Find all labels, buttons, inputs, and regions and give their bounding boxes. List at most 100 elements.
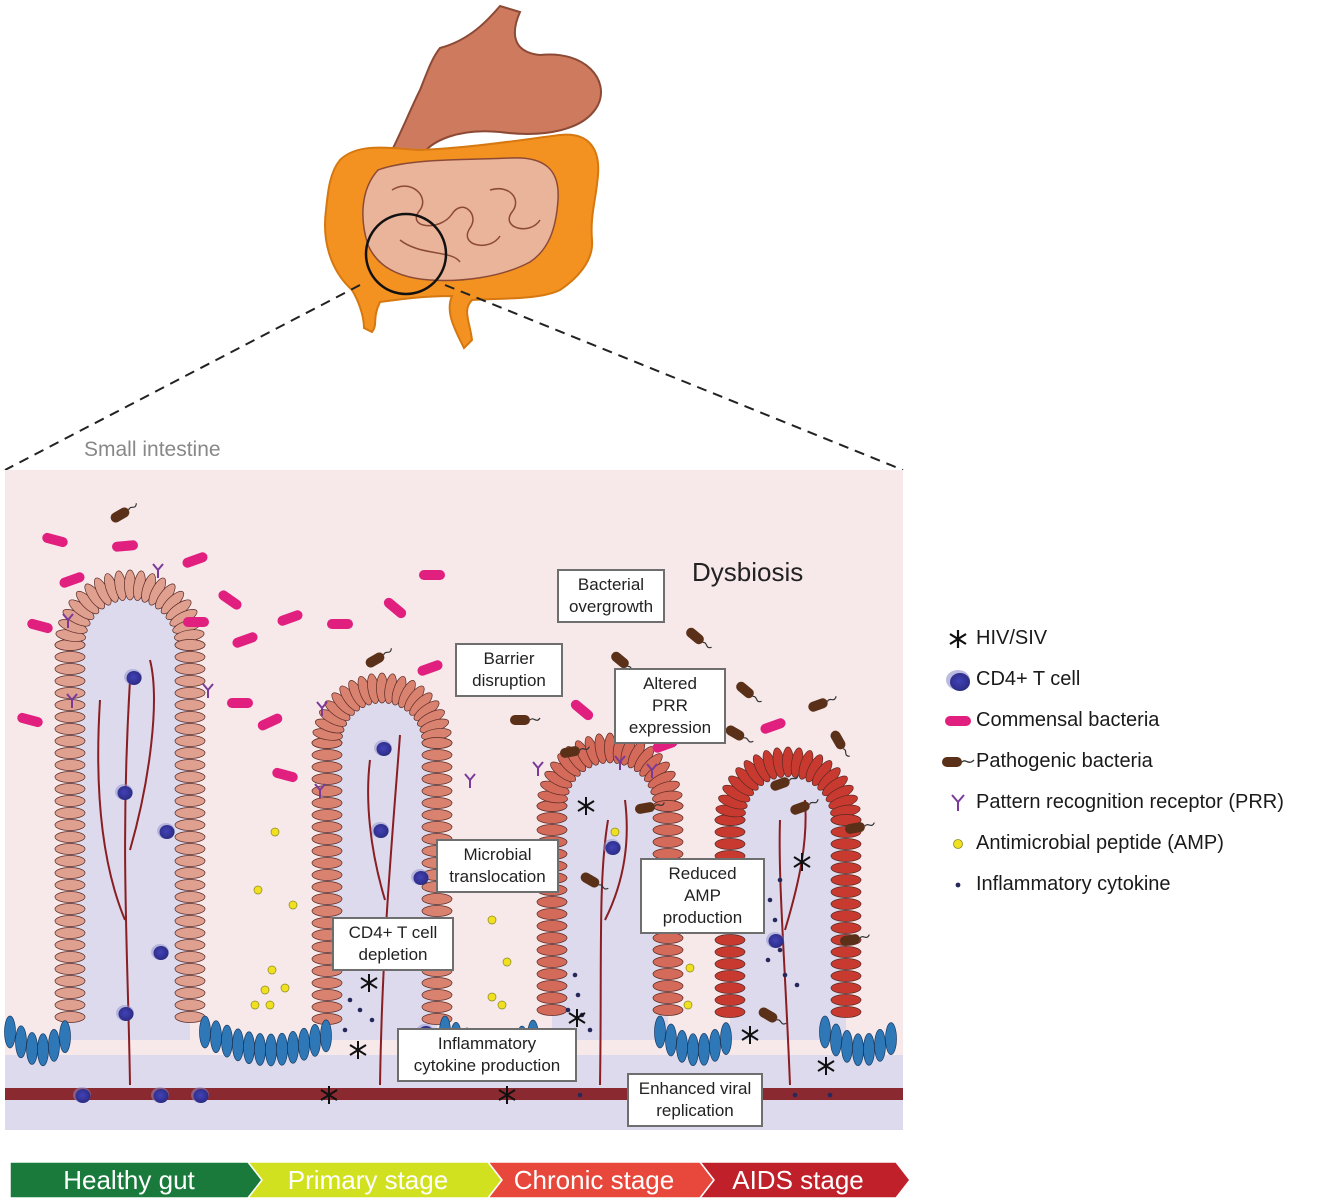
annotation-cd4-depletion: CD4+ T cell depletion — [332, 917, 454, 971]
cytokine-dot — [577, 1092, 583, 1098]
stomach-illustration — [384, 4, 602, 172]
prr-receptor — [646, 763, 658, 778]
enterocyte — [421, 821, 453, 833]
enterocyte — [714, 1006, 746, 1018]
enterocyte — [174, 915, 206, 927]
pathogenic-bacterium — [560, 746, 590, 758]
enterocyte — [174, 855, 206, 867]
enterocyte — [311, 905, 343, 917]
pathogenic-bacterium — [758, 1007, 787, 1025]
amp-peptide — [270, 827, 280, 837]
commensal-bacterium — [272, 767, 298, 783]
legend-label: Pathogenic bacteria — [976, 750, 1153, 772]
enterocyte — [830, 862, 862, 874]
pathogenic-flagellum — [654, 802, 665, 807]
enterocyte — [830, 958, 862, 970]
enterocyte — [54, 951, 86, 963]
pathogenic-flagellum — [752, 695, 762, 703]
enterocyte — [536, 968, 568, 980]
hiv-stroke — [577, 800, 595, 812]
enterocyte — [652, 992, 684, 1004]
gut-organ-illustration — [324, 4, 602, 350]
pathogenic-flagellum — [864, 822, 875, 827]
enterocyte — [174, 891, 206, 903]
cytokine-dot — [572, 972, 578, 978]
pathogenic-flagellum — [842, 748, 850, 757]
enterocyte — [174, 723, 206, 735]
cytokine-dot — [782, 972, 788, 978]
cytokine-dot — [777, 877, 783, 883]
commensal-bacterium — [417, 660, 443, 676]
legend-item-pathogenic: Pathogenic bacteria — [940, 741, 1325, 782]
hiv-particle — [349, 1041, 367, 1059]
amp-peptide — [280, 983, 290, 993]
enterocyte — [830, 994, 862, 1006]
hiv-stroke — [349, 1044, 367, 1056]
cd4-t-cell — [153, 1089, 169, 1103]
crypt-cell — [243, 1031, 255, 1065]
cytokine-dot — [369, 1017, 375, 1023]
cd4-t-cell — [153, 946, 169, 960]
pathogenic-body — [510, 715, 530, 725]
pathogenic-flagellum — [529, 717, 541, 721]
enterocyte — [174, 771, 206, 783]
cytokine-dot — [587, 1027, 593, 1033]
commensal-bacterium — [277, 610, 303, 626]
enterocyte — [174, 795, 206, 807]
amp-peptide — [260, 985, 270, 995]
enterocyte — [54, 747, 86, 759]
enterocyte — [421, 749, 453, 761]
enterocyte — [54, 807, 86, 819]
pathogenic-body — [725, 725, 745, 741]
commensal-bacterium — [383, 597, 407, 619]
enterocyte — [652, 968, 684, 980]
enterocyte — [174, 867, 206, 879]
annotation-barrier-disruption: Barrier disruption — [455, 643, 563, 697]
enterocyte — [54, 891, 86, 903]
villus-core — [552, 748, 668, 1040]
enterocyte — [421, 761, 453, 773]
legend-label: Inflammatory cytokine — [976, 873, 1171, 895]
enterocyte — [311, 845, 343, 857]
legend-item-prr: Pattern recognition receptor (PRR) — [940, 782, 1325, 823]
pathogenic-flagellum — [859, 934, 870, 939]
pathogenic-flagellum — [579, 746, 590, 751]
hiv-stroke — [320, 1089, 338, 1101]
enterocyte — [421, 977, 453, 989]
stage-chronic: Chronic stage — [513, 1164, 675, 1195]
enterocyte — [536, 920, 568, 932]
cytokine-icon — [940, 870, 976, 900]
enterocyte — [174, 903, 206, 915]
enterocyte — [311, 857, 343, 869]
enterocyte — [174, 783, 206, 795]
commensal-bacterium — [257, 713, 283, 731]
enterocyte — [830, 982, 862, 994]
hiv-particle — [360, 974, 378, 992]
enterocyte — [54, 987, 86, 999]
enterocyte — [54, 963, 86, 975]
crypt-cell — [841, 1029, 853, 1063]
commensal-bacterium — [570, 699, 594, 721]
enterocyte — [652, 944, 684, 956]
commensal-bacterium — [59, 572, 85, 588]
enterocyte — [714, 934, 746, 946]
commensal-bacterium — [183, 617, 209, 627]
cd4-t-cell — [373, 824, 389, 838]
capillary-vessel — [97, 659, 155, 1086]
enterocyte — [311, 821, 343, 833]
legend-label: Pattern recognition receptor (PRR) — [976, 791, 1284, 813]
enterocyte — [174, 819, 206, 831]
enterocyte — [54, 879, 86, 891]
pathogenic-bacterium — [110, 503, 137, 523]
enterocyte — [311, 869, 343, 881]
enterocyte — [830, 850, 862, 862]
cd4-t-cell — [413, 871, 429, 885]
enterocyte — [421, 893, 453, 905]
pathogenic-body — [110, 507, 130, 523]
enterocyte — [652, 824, 684, 836]
pathogenic-body — [770, 777, 790, 791]
enterocyte — [174, 699, 206, 711]
prr-receptor — [202, 683, 214, 698]
enterocyte — [54, 759, 86, 771]
enterocyte — [421, 905, 453, 917]
